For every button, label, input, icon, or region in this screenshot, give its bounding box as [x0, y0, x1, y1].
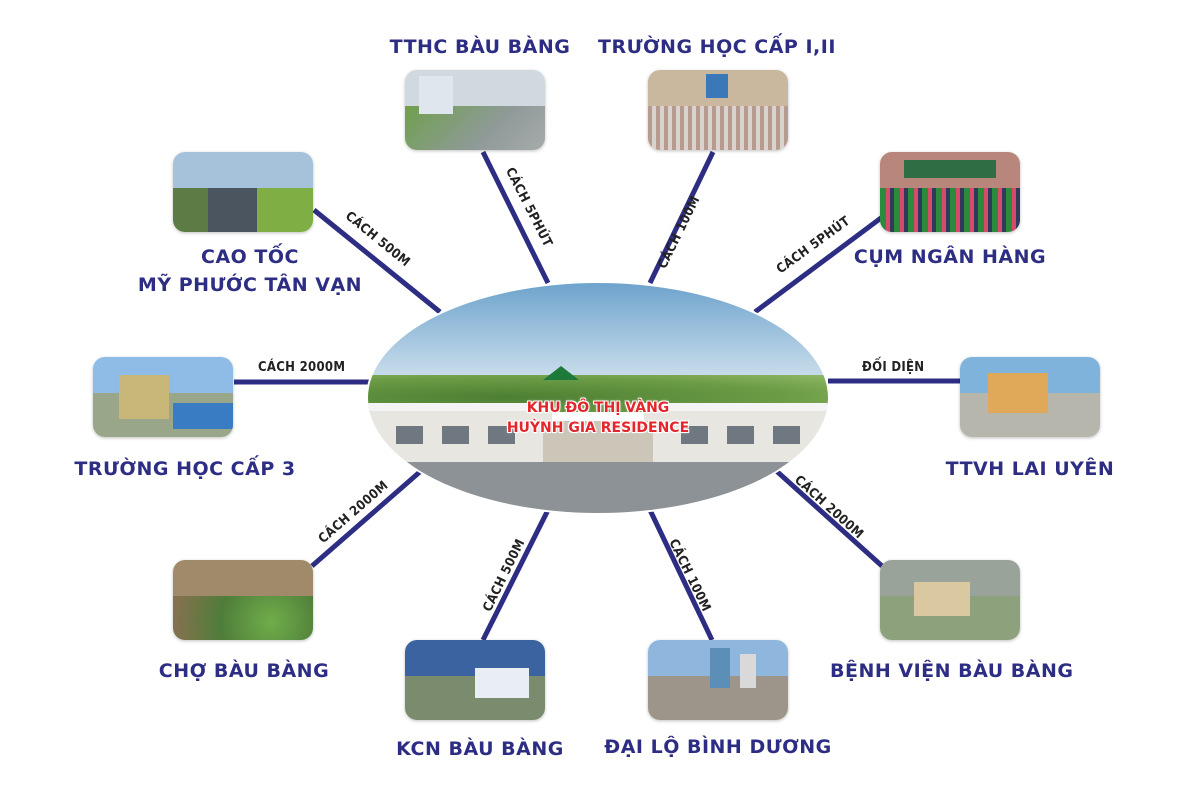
label-bank-cluster: CỤM NGÂN HÀNG: [853, 246, 1047, 268]
road: [368, 462, 828, 513]
line-avenue: [647, 508, 715, 642]
label-expressway-line1: CAO TỐC: [201, 246, 299, 268]
hospital-photo: [880, 560, 1020, 640]
label-school-3: TRƯỜNG HỌC CẤP 3: [74, 458, 296, 480]
administrative-center-photo: [405, 70, 545, 150]
pavilion-roof: [542, 365, 579, 380]
high-school-gate-photo: [93, 357, 233, 437]
distance-ttvh: ĐỐI DIỆN: [862, 360, 925, 375]
label-ttvh-lai-uyen: TTVH LAI UYÊN: [945, 458, 1115, 480]
line-tthc: [480, 150, 551, 285]
expressway-photo: [173, 152, 313, 232]
project-title-line1: KHU ĐÔ THỊ VÀNG: [526, 400, 670, 416]
label-hospital: BỆNH VIỆN BÀU BÀNG: [830, 660, 1074, 682]
label-expressway-line2: MỸ PHƯỚC TÂN VẠN: [137, 274, 363, 296]
cultural-center-gate-photo: [960, 357, 1100, 437]
label-binh-duong-avenue: ĐẠI LỘ BÌNH DƯƠNG: [604, 736, 832, 758]
line-school-1-2: [647, 150, 716, 285]
line-kcn: [480, 508, 551, 642]
project-center-image: KHU ĐÔ THỊ VÀNG HUỲNH GIA RESIDENCE: [368, 283, 828, 513]
market-photo: [173, 560, 313, 640]
distance-school-3: CÁCH 2000M: [258, 360, 346, 375]
project-title-line2: HUỲNH GIA RESIDENCE: [506, 420, 690, 436]
label-tthc-bau-bang: TTHC BÀU BÀNG: [389, 36, 571, 58]
school-courtyard-photo: [648, 70, 788, 150]
label-kcn-bau-bang: KCN BÀU BÀNG: [396, 738, 564, 760]
label-market: CHỢ BÀU BÀNG: [158, 660, 330, 682]
avenue-photo: [648, 640, 788, 720]
bank-photo: [880, 152, 1020, 232]
label-school-1-2: TRƯỜNG HỌC CẤP I,II: [598, 36, 836, 58]
industrial-park-photo: [405, 640, 545, 720]
